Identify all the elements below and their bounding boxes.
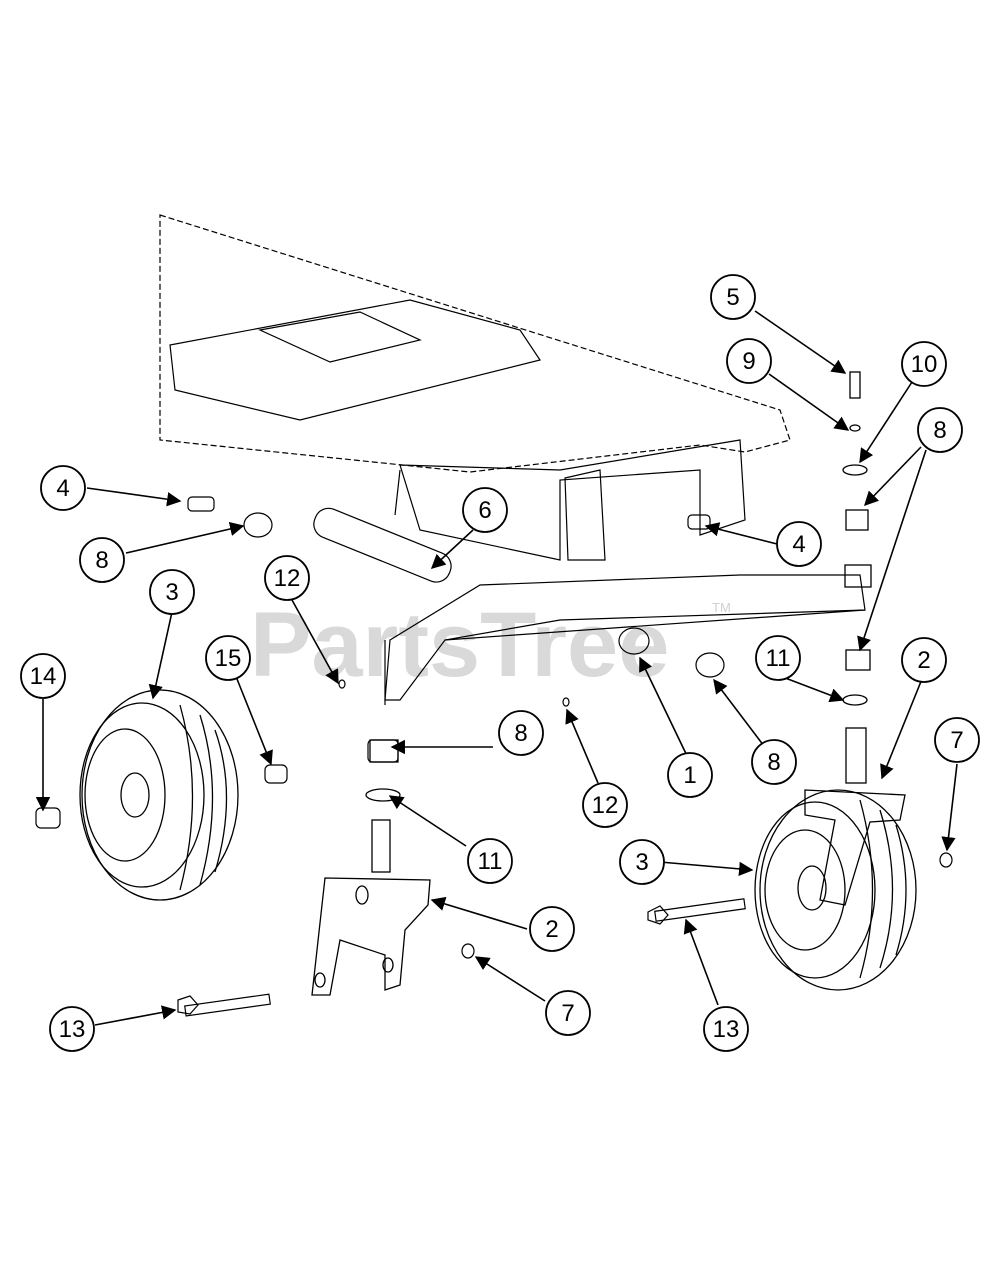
- callout-12-center[interactable]: 12: [582, 782, 628, 828]
- mower-deck-drawing: [159, 214, 866, 705]
- svg-text:12: 12: [274, 565, 301, 592]
- svg-text:13: 13: [713, 1016, 740, 1043]
- svg-text:4: 4: [56, 475, 69, 502]
- svg-text:7: 7: [950, 727, 963, 754]
- callout-15[interactable]: 15: [205, 635, 251, 681]
- callout-7-left[interactable]: 7: [545, 990, 591, 1036]
- callout-13-left[interactable]: 13: [49, 1006, 95, 1052]
- svg-text:5: 5: [726, 284, 739, 311]
- callout-9[interactable]: 9: [726, 338, 772, 384]
- svg-text:14: 14: [30, 663, 57, 690]
- left-wheel-drawing: [79, 689, 239, 901]
- callout-6[interactable]: 6: [462, 487, 508, 533]
- svg-text:8: 8: [95, 547, 108, 574]
- svg-text:8: 8: [514, 720, 527, 747]
- right-wheel-drawing: [754, 789, 917, 991]
- svg-text:1: 1: [683, 762, 696, 789]
- svg-text:8: 8: [767, 749, 780, 776]
- leader-lines: [35, 310, 958, 1026]
- callout-4-right[interactable]: 4: [776, 521, 822, 567]
- callout-3-left[interactable]: 3: [149, 569, 195, 615]
- watermark: PartsTree TM: [250, 594, 731, 696]
- svg-text:7: 7: [561, 1000, 574, 1027]
- svg-text:3: 3: [635, 849, 648, 876]
- callout-11-right[interactable]: 11: [755, 635, 801, 681]
- svg-text:4: 4: [792, 531, 805, 558]
- svg-text:8: 8: [933, 417, 946, 444]
- svg-text:15: 15: [215, 645, 242, 672]
- svg-text:9: 9: [742, 348, 755, 375]
- callout-2-left[interactable]: 2: [529, 906, 575, 952]
- callout-7-right[interactable]: 7: [934, 717, 980, 763]
- callout-8-upper-left[interactable]: 8: [79, 537, 125, 583]
- watermark-brand: PartsTree: [250, 594, 669, 696]
- callout-5[interactable]: 5: [710, 274, 756, 320]
- left-caster-fork-drawing: [311, 739, 431, 996]
- svg-text:12: 12: [592, 792, 619, 819]
- svg-text:3: 3: [165, 579, 178, 606]
- callout-1[interactable]: 1: [667, 752, 713, 798]
- callout-10[interactable]: 10: [901, 341, 947, 387]
- svg-text:2: 2: [545, 916, 558, 943]
- right-caster-fork-drawing: [804, 371, 906, 906]
- svg-text:10: 10: [911, 351, 938, 378]
- callout-8-center[interactable]: 8: [498, 710, 544, 756]
- watermark-trademark: TM: [712, 600, 731, 615]
- hardware-drawing: [35, 496, 953, 1017]
- svg-text:11: 11: [478, 848, 503, 875]
- callout-2-right[interactable]: 2: [901, 637, 947, 683]
- svg-text:6: 6: [478, 497, 491, 524]
- callout-11-left[interactable]: 11: [467, 838, 513, 884]
- callout-8-lower[interactable]: 8: [751, 739, 797, 785]
- callout-13-right[interactable]: 13: [703, 1006, 749, 1052]
- callout-8-upper-right[interactable]: 8: [917, 407, 963, 453]
- callout-14[interactable]: 14: [20, 653, 66, 699]
- callout-12-left[interactable]: 12: [264, 555, 310, 601]
- svg-text:11: 11: [766, 645, 791, 672]
- callout-4-left[interactable]: 4: [40, 465, 86, 511]
- callout-3-right[interactable]: 3: [619, 839, 665, 885]
- svg-text:13: 13: [59, 1016, 86, 1043]
- callouts: 1 2 2 3 3 4 4 5 6 7 7 8 8 8 8 9 10 11 11…: [20, 274, 980, 1052]
- svg-text:2: 2: [917, 647, 930, 674]
